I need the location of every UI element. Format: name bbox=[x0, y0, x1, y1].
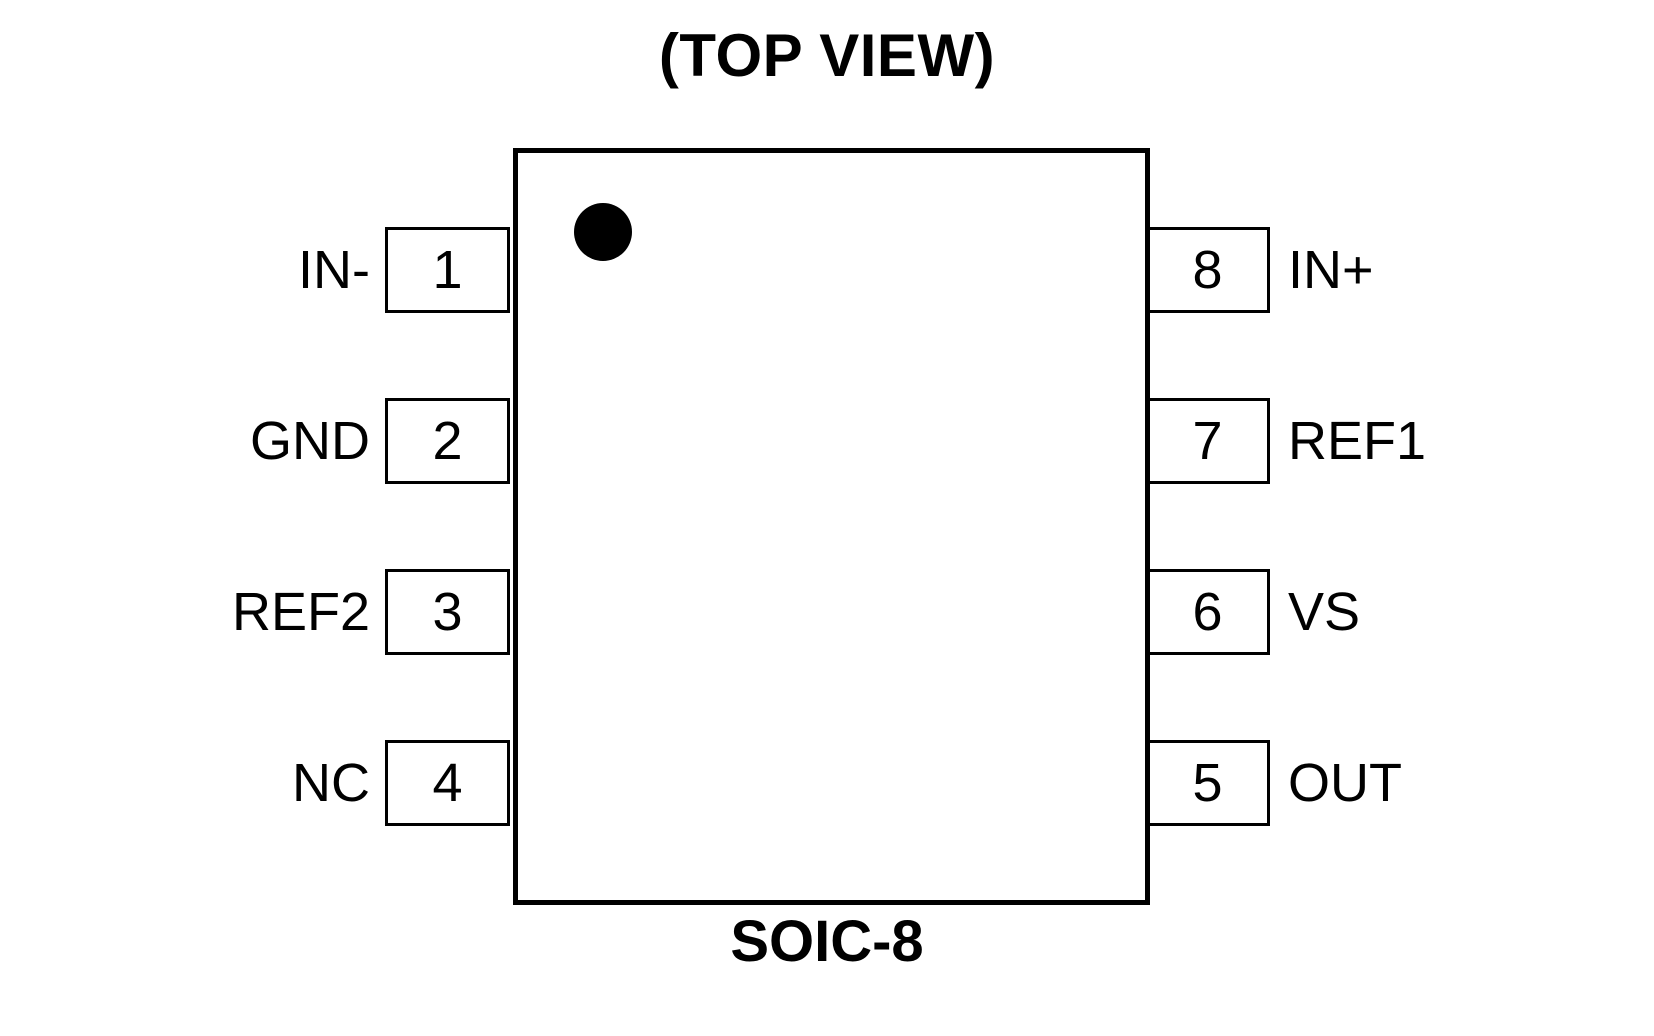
pin-number-5: 5 bbox=[1192, 753, 1223, 813]
pin-number-6: 6 bbox=[1192, 582, 1223, 642]
pin-label-1: IN- bbox=[298, 240, 370, 300]
pin-number-3: 3 bbox=[432, 582, 463, 642]
pin-box-5: 5 bbox=[1145, 740, 1270, 826]
pin-label-2: GND bbox=[250, 411, 370, 471]
pin-box-1: 1 bbox=[385, 227, 510, 313]
pin-box-8: 8 bbox=[1145, 227, 1270, 313]
pin-label-6: VS bbox=[1288, 582, 1361, 642]
pin-box-3: 3 bbox=[385, 569, 510, 655]
pin-box-7: 7 bbox=[1145, 398, 1270, 484]
pin-label-7: REF1 bbox=[1288, 411, 1427, 471]
pin-number-2: 2 bbox=[432, 411, 463, 471]
pin-label-5: OUT bbox=[1288, 753, 1402, 813]
pin-label-8: IN+ bbox=[1288, 240, 1374, 300]
package-body-outline bbox=[513, 148, 1150, 905]
pin-number-4: 4 bbox=[432, 753, 463, 813]
pin-number-8: 8 bbox=[1192, 240, 1223, 300]
pin-box-2: 2 bbox=[385, 398, 510, 484]
diagram-title: (TOP VIEW) bbox=[658, 22, 996, 89]
pin-number-1: 1 bbox=[432, 240, 463, 300]
pin-label-4: NC bbox=[292, 753, 370, 813]
pin-box-4: 4 bbox=[385, 740, 510, 826]
package-name-label: SOIC-8 bbox=[730, 909, 924, 974]
pin-box-6: 6 bbox=[1145, 569, 1270, 655]
pin-label-3: REF2 bbox=[231, 582, 370, 642]
pin1-dot-icon bbox=[574, 203, 632, 261]
pin-number-7: 7 bbox=[1192, 411, 1223, 471]
